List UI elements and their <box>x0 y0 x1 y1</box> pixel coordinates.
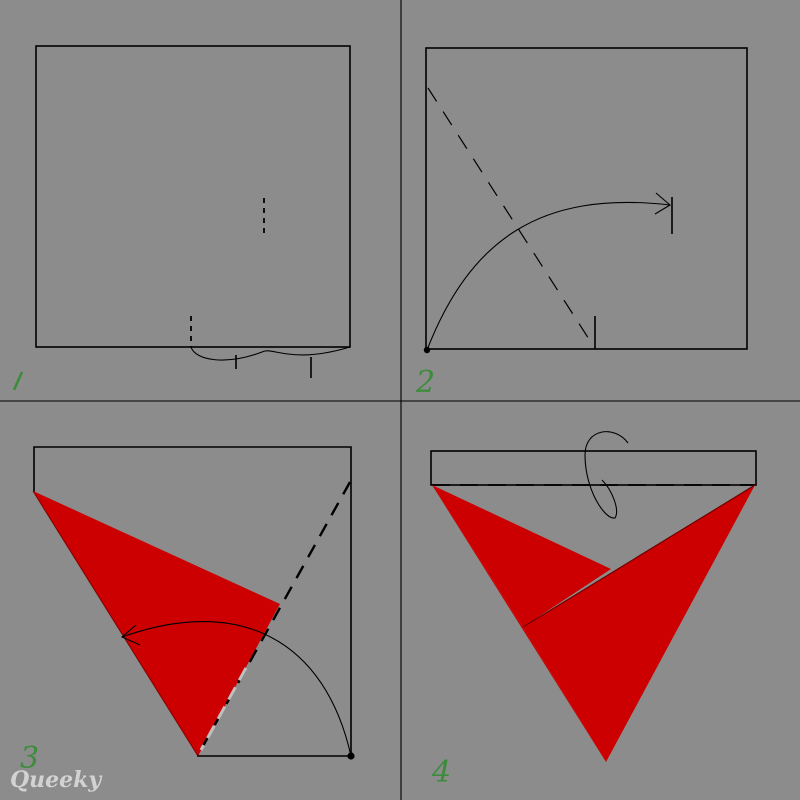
step-4-top-band <box>430 450 757 486</box>
step-2-fold-arrow-arc <box>426 201 671 351</box>
step-3-corner-dot <box>347 752 355 760</box>
step-3-arrowhead <box>120 624 141 646</box>
step-4-number: 4 <box>431 755 451 790</box>
watermark-logo: Queeky <box>10 767 103 793</box>
step-1-paper-square <box>35 45 351 348</box>
step-2-paper-square <box>425 47 748 350</box>
step-3-flap-edge <box>32 490 199 757</box>
step-1-number-glyph <box>12 371 24 391</box>
step-4-panel: 4 <box>430 431 757 790</box>
step-4-flip-arrow <box>584 431 629 519</box>
step-3-fold-arrow-arc <box>121 621 352 757</box>
step-2-number: 2 <box>415 365 435 400</box>
step-2-fold-line <box>427 87 595 348</box>
step-2-corner-dot <box>423 346 431 354</box>
step-3-fold-line <box>196 481 352 756</box>
step-3-panel: 3 <box>20 446 355 776</box>
step-4-right-flap <box>523 485 755 762</box>
step-2-panel: 2 <box>415 47 748 400</box>
step-4-lower-triangle <box>432 485 606 762</box>
step-4-left-flap <box>432 485 611 627</box>
step-3-number: 3 <box>20 741 39 776</box>
step-3-paper-outline <box>33 446 352 757</box>
step-2-arrowhead <box>654 192 671 215</box>
step-3-fold-line-highlight <box>199 667 248 751</box>
step-1-division-brace <box>190 346 351 361</box>
step-3-folded-flap <box>33 491 280 756</box>
step-1-panel: 1 <box>12 45 351 391</box>
step-4-overlap-edge <box>522 484 756 628</box>
